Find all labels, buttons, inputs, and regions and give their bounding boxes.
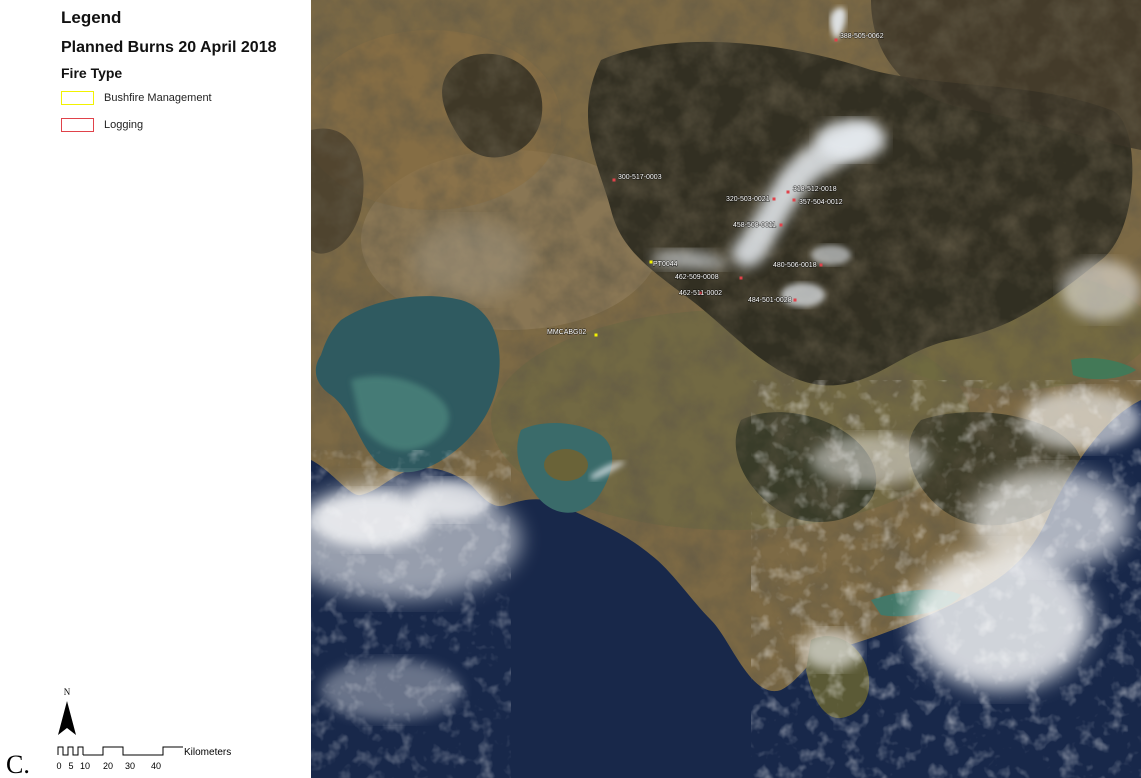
- burn-site[interactable]: 484-501-0028: [747, 296, 797, 305]
- burn-site-label: 484-501-0028: [748, 297, 792, 304]
- burn-site-marker[interactable]: [786, 190, 790, 194]
- scale-tick-label: 10: [80, 761, 90, 771]
- burn-site-marker[interactable]: [793, 298, 797, 302]
- burn-site[interactable]: 462-509-0008: [674, 273, 743, 282]
- burn-site[interactable]: 357-504-0012: [792, 198, 843, 207]
- north-arrow-right-half: [67, 701, 76, 735]
- scale-bar: Kilometers 0 5 10 20 30 40: [56, 746, 231, 771]
- north-arrow-icon: N: [58, 687, 76, 735]
- scale-tick-label: 40: [151, 761, 161, 771]
- melbourne-urban: [411, 220, 531, 300]
- satellite-map[interactable]: 388-505-0062 300-517-0003 318-512-0018 320-…: [311, 0, 1141, 778]
- burn-site-marker[interactable]: [594, 333, 598, 337]
- smoke-plume-coast: [591, 461, 626, 480]
- bushfire-management-swatch: [61, 91, 94, 105]
- satellite-image: 388-505-0062 300-517-0003 318-512-0018 320-…: [311, 0, 1141, 778]
- burn-site-marker[interactable]: [834, 38, 838, 42]
- burn-site-marker[interactable]: [792, 198, 796, 202]
- burn-site-label: 462-511-0002: [679, 290, 722, 297]
- burn-markers: 388-505-0062 300-517-0003 318-512-0018 320-…: [546, 32, 884, 337]
- smoke-plume-west: [651, 249, 731, 270]
- cloud-east-north: [1061, 260, 1141, 320]
- burn-site-label: 388-505-0062: [840, 33, 884, 40]
- legend-item-bushfire-management: Bushfire Management: [61, 89, 212, 107]
- cloud-noise-east: [751, 380, 1141, 778]
- smoke-plumes: [591, 7, 886, 480]
- gippsland-lakes: [1071, 358, 1136, 380]
- smoke-plume-top: [816, 120, 886, 160]
- legend-item-logging: Logging: [61, 116, 143, 134]
- burn-site[interactable]: 388-505-0062: [834, 32, 884, 42]
- scale-bar-line: [57, 746, 183, 756]
- scale-bar-segments: [57, 746, 183, 756]
- burn-site-label: 462-509-0008: [675, 274, 719, 281]
- burn-site-label: PT0044: [653, 261, 678, 268]
- cloud-layer: [311, 260, 1141, 778]
- burn-site-marker[interactable]: [739, 276, 743, 280]
- legend-item-label: Bushfire Management: [104, 92, 212, 104]
- smoke-plume-north: [830, 7, 846, 40]
- burn-site-label: 458-508-0011: [733, 222, 776, 229]
- logging-swatch: [61, 118, 94, 132]
- burn-site-label: 300-517-0003: [618, 174, 662, 181]
- burn-site[interactable]: PT0044: [649, 260, 678, 269]
- scale-tick-label: 0: [56, 761, 61, 771]
- burn-site[interactable]: 462-511-0002: [678, 289, 722, 297]
- burn-site-label: MMCABG02: [547, 329, 586, 336]
- legend-title: Legend: [61, 8, 122, 27]
- burn-site-marker[interactable]: [819, 263, 823, 267]
- burn-site[interactable]: MMCABG02: [546, 328, 598, 337]
- burn-site[interactable]: 300-517-0003: [612, 173, 662, 182]
- panel-letter: C.: [6, 750, 30, 778]
- french-island: [544, 449, 588, 481]
- scale-tick-label: 30: [125, 761, 135, 771]
- north-arrow-label: N: [64, 687, 71, 697]
- burn-site-label: 318-512-0018: [793, 186, 837, 193]
- burn-site-marker[interactable]: [699, 291, 703, 295]
- legend-item-label: Logging: [104, 119, 144, 131]
- bay-shallows: [351, 376, 450, 451]
- burn-site-marker[interactable]: [772, 197, 776, 201]
- burn-site-marker[interactable]: [649, 260, 653, 264]
- smoke-plume-east: [811, 245, 851, 265]
- burn-site-marker[interactable]: [612, 178, 616, 182]
- burn-site[interactable]: 318-512-0018: [786, 185, 837, 194]
- scale-tick-label: 5: [68, 761, 73, 771]
- burn-site-label: 357-504-0012: [799, 199, 843, 206]
- scale-tick-labels: 0 5 10 20 30 40: [56, 761, 161, 771]
- burn-site[interactable]: 320-503-0021: [725, 195, 776, 204]
- smoke-plume-main: [731, 123, 877, 268]
- cloud-noise-west: [311, 450, 511, 778]
- burn-site[interactable]: 458-508-0011: [732, 221, 783, 230]
- scale-tick-label: 20: [103, 761, 113, 771]
- burn-site-label: 480-506-0018: [773, 262, 817, 269]
- north-arrow-left-half: [58, 701, 67, 735]
- legend-fire-type-heading: Fire Type: [61, 65, 123, 81]
- burn-site-label: 320-503-0021: [726, 196, 770, 203]
- legend-subtitle: Planned Burns 20 April 2018: [61, 39, 277, 56]
- scale-unit-label: Kilometers: [184, 747, 231, 758]
- legend-panel: Legend Planned Burns 20 April 2018 Fire …: [0, 0, 308, 778]
- smoke-plume-south: [781, 283, 825, 307]
- burn-site[interactable]: 480-506-0018: [772, 261, 823, 270]
- burn-site-marker[interactable]: [779, 223, 783, 227]
